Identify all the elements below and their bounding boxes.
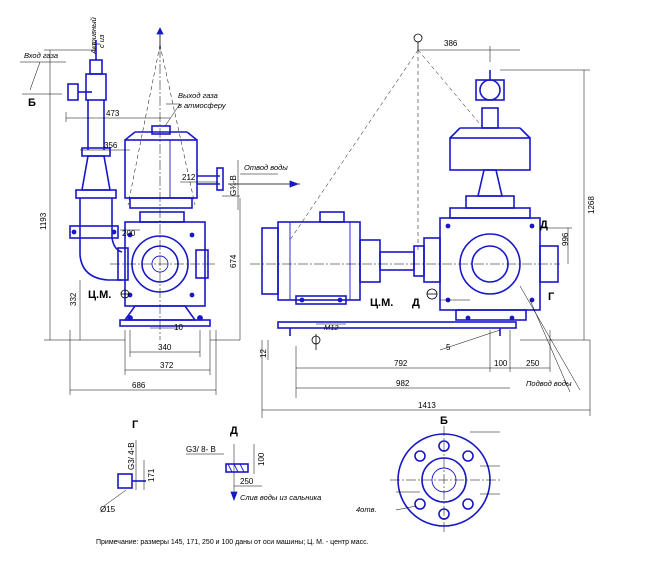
active-label-2: с из: [97, 34, 106, 48]
dim-250-vertical: 250: [240, 477, 254, 486]
dim-686: 686: [132, 381, 146, 390]
dim-15: Ø15: [100, 505, 116, 514]
dim-12: 12: [259, 349, 268, 358]
dim-792: 792: [394, 359, 408, 368]
detail-view-d: [186, 444, 262, 502]
dim-332: 332: [69, 292, 78, 306]
letter-d-right-mid: Д: [412, 297, 420, 309]
right-front-view: [250, 33, 591, 418]
footnote: Примечание: размеры 145, 171, 250 и 100 …: [96, 539, 369, 546]
dim-6b: G¾-В: [229, 175, 238, 196]
dim-200: 200: [122, 229, 136, 238]
dim-100: 100: [494, 359, 508, 368]
letter-g-right: Г: [548, 291, 555, 303]
letter-d-view: Д: [230, 425, 238, 437]
gland-drain-label: Слив воды из сальника: [240, 493, 321, 502]
dim-386: 386: [444, 39, 458, 48]
bolt-m12-label: М12: [324, 323, 339, 332]
dim-1193: 1193: [39, 212, 48, 230]
letter-d-right-top: Д: [540, 219, 548, 231]
letter-b-left: Б: [28, 97, 36, 109]
thread-g-label: G3/ 4-В: [127, 442, 136, 470]
dim-1268: 1268: [587, 196, 596, 214]
dim-250: 250: [526, 359, 540, 368]
holes-label: 4отв.: [356, 505, 377, 514]
dim-100-vertical: 100: [257, 452, 266, 466]
dim-10: 10: [174, 323, 183, 332]
dim-5: 5: [446, 343, 451, 352]
dim-1413: 1413: [418, 401, 436, 410]
active-label: Активный: [89, 16, 98, 55]
dim-473: 473: [106, 109, 120, 118]
left-side-view: [20, 27, 300, 395]
water-supply-label: Подвод воды: [526, 379, 572, 388]
thread-d-label: G3/ 8- В: [186, 445, 216, 454]
detail-view-b-flange: [390, 426, 500, 534]
water-drain-label: Отвод воды: [244, 163, 288, 172]
letter-b-view: Б: [440, 415, 448, 427]
letter-g-view: Г: [132, 419, 139, 431]
cm-right-label: Ц.М.: [370, 297, 393, 309]
cm-left-label: Ц.М.: [88, 289, 111, 301]
gas-inlet-label: Вход газа: [24, 51, 58, 60]
dim-982: 982: [396, 379, 410, 388]
dim-340: 340: [158, 343, 172, 352]
gas-outlet-label: Выход газа: [178, 91, 218, 100]
dim-674: 674: [229, 254, 238, 268]
dim-212: 212: [182, 173, 196, 182]
gas-outlet-label-2: в атмосферу: [178, 101, 227, 110]
dim-171: 171: [147, 468, 156, 482]
dim-372: 372: [160, 361, 174, 370]
dim-356: 356: [104, 141, 118, 150]
dim-996: 996: [561, 232, 570, 246]
detail-view-g: [103, 440, 146, 507]
